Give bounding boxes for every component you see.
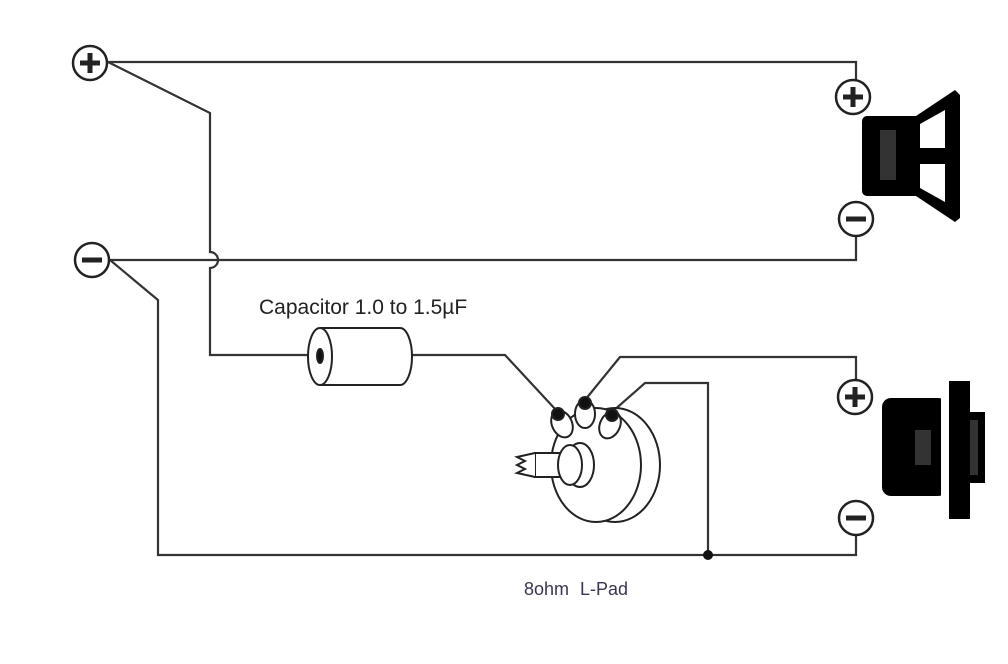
- lpad-label: 8ohm L-Pad: [524, 579, 629, 599]
- lpad-potentiometer-icon: [514, 396, 661, 523]
- input-positive-terminal[interactable]: [71, 44, 109, 82]
- input-negative-terminal[interactable]: [73, 241, 111, 279]
- wire-lpad-to-tweeter: [584, 355, 858, 401]
- wire-positive-woofer: [108, 60, 858, 80]
- woofer-speaker-icon: [862, 90, 960, 222]
- tweeter-speaker-icon: [882, 381, 985, 519]
- wire-negative-rail: [109, 259, 858, 557]
- tweeter-positive-terminal[interactable]: [836, 378, 874, 416]
- woofer-positive-terminal[interactable]: [834, 78, 872, 116]
- wire-lpad-to-ground: [611, 381, 710, 555]
- wire-negative-woofer: [110, 236, 858, 262]
- woofer-negative-terminal[interactable]: [837, 200, 875, 238]
- junction-dot: [703, 550, 713, 560]
- capacitor-label: Capacitor 1.0 to 1.5µF: [259, 296, 468, 319]
- capacitor-icon: [307, 327, 413, 386]
- wire-capacitor-to-lpad: [410, 353, 557, 411]
- tweeter-negative-terminal[interactable]: [837, 499, 875, 537]
